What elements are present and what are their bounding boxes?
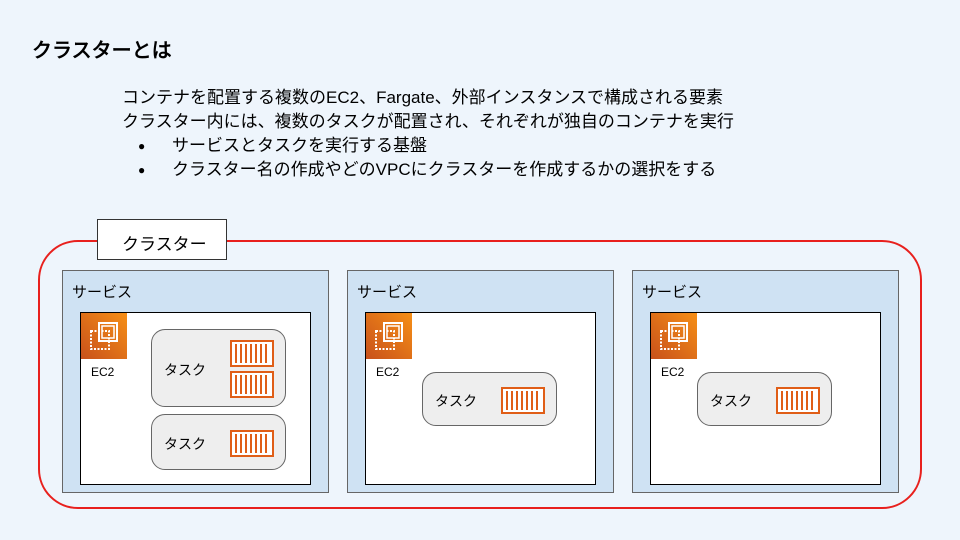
service-label: サービス [642,284,703,301]
ec2-instance-box: EC2 タスク [365,312,596,485]
bullet-text: サービスとタスクを実行する基盤 [172,136,427,155]
task-box: タスク [697,372,832,426]
task-box: タスク [151,414,286,470]
task-box: タスク [422,372,557,426]
service-box: サービス EC2 タスク [347,270,614,493]
ec2-instance-icon [651,313,697,359]
container-icon [776,386,820,414]
ec2-instance-icon [81,313,127,359]
description-line: コンテナを配置する複数のEC2、Fargate、外部インスタンスで構成される要素 [122,88,723,107]
bullet-item: ● サービスとタスクを実行する基盤 [122,134,734,158]
description: コンテナを配置する複数のEC2、Fargate、外部インスタンスで構成される要素… [122,86,734,182]
service-label: サービス [357,284,418,301]
container-icon [230,371,274,398]
ec2-instance-icon [366,313,412,359]
ec2-label: EC2 [376,365,400,379]
container-icon [230,340,274,367]
service-box: サービス EC2 タスク [632,270,899,493]
task-label: タスク [710,393,752,409]
task-label: タスク [164,362,206,378]
container-icon [501,386,545,414]
service-box: サービス EC2 タスクタスク [62,270,329,493]
container-icon [230,429,274,457]
task-label: タスク [164,436,206,452]
ec2-instance-box: EC2 タスクタスク [80,312,311,485]
description-line: クラスター内には、複数のタスクが配置され、それぞれが独自のコンテナを実行 [122,112,734,131]
task-label: タスク [435,393,477,409]
ec2-instance-box: EC2 タスク [650,312,881,485]
bullet-icon: ● [138,139,146,153]
service-label: サービス [72,284,133,301]
cluster-boundary [38,240,922,509]
ec2-label: EC2 [661,365,685,379]
bullet-item: ● クラスター名の作成やどのVPCにクラスターを作成するかの選択をする [122,158,734,182]
ec2-label: EC2 [91,365,115,379]
cluster-label: クラスター [97,219,227,260]
task-box: タスク [151,329,286,407]
bullet-icon: ● [138,163,146,177]
bullet-text: クラスター名の作成やどのVPCにクラスターを作成するかの選択をする [172,160,717,179]
slide-title: クラスターとは [32,40,172,62]
